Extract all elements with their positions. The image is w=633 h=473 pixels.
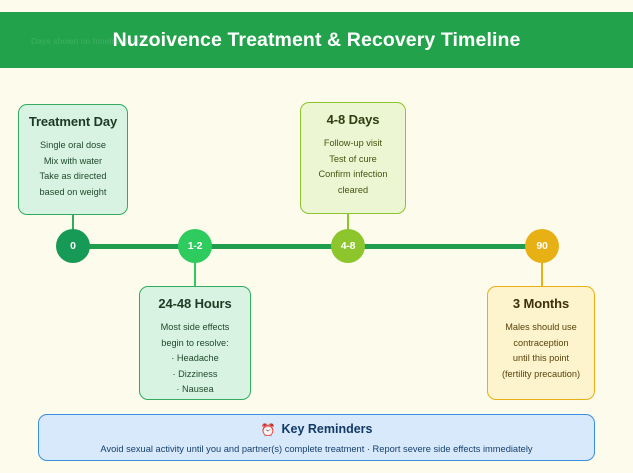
card-line: · Nausea [176,384,214,394]
card-line: until this point [512,353,570,363]
card-title: 4-8 Days [326,112,380,127]
card-line: begin to resolve: [161,337,229,348]
card-title: 24-48 Hours [158,296,232,311]
card-3-months[interactable]: 3 Months Males should use contraception … [487,286,595,400]
header-bar: Days shown on timeline markers Nuzoivenc… [0,12,633,68]
key-reminders-title-text: Key Reminders [281,422,373,436]
card-title: 3 Months [512,296,570,311]
connector-stem-treatment-day [72,214,74,236]
card-line: based on weight [39,186,107,197]
card-line: · Headache [171,353,219,363]
card-line: Single oral dose [40,140,106,150]
page-title: Nuzoivence Treatment & Recovery Timeline [112,28,521,51]
connector-stem-3-months [541,256,543,286]
card-24-48-hours[interactable]: 24-48 Hours Most side effects begin to r… [139,286,251,400]
timeline-marker-4-8[interactable]: 4-8 [331,229,365,263]
card-line: cleared [337,184,369,195]
card-line: contraception [513,337,569,348]
card-line: (fertility precaution) [501,368,581,379]
alarm-clock-icon: ⏰ [260,422,276,437]
card-line: Confirm infection [318,169,388,179]
card-line: Follow-up visit [323,138,383,148]
card-line: Mix with water [43,155,103,166]
timeline-marker-90[interactable]: 90 [525,229,559,263]
card-line: Males should use [505,322,577,332]
key-reminders-heading: ⏰ Key Reminders [39,421,594,438]
timeline-marker-0[interactable]: 0 [56,229,90,263]
connector-stem-24-48-hours [194,256,196,286]
card-treatment-day[interactable]: Treatment Day Single oral dose Mix with … [18,104,128,215]
card-title: Treatment Day [28,114,118,129]
key-reminders-text: Avoid sexual activity until you and part… [100,444,533,454]
key-reminders-box: ⏰ Key Reminders Avoid sexual activity un… [38,414,595,461]
card-line: Test of cure [329,153,377,164]
card-4-8-days[interactable]: 4-8 Days Follow-up visit Test of cure Co… [300,102,406,214]
card-line: Most side effects [160,322,230,332]
card-line: Take as directed [39,171,107,181]
connector-stem-4-8-days [347,212,349,236]
card-line: · Dizziness [172,368,218,379]
timeline-marker-1-2[interactable]: 1-2 [178,229,212,263]
timeline-axis [73,244,542,249]
header-note: Days shown on timeline markers [31,36,157,46]
